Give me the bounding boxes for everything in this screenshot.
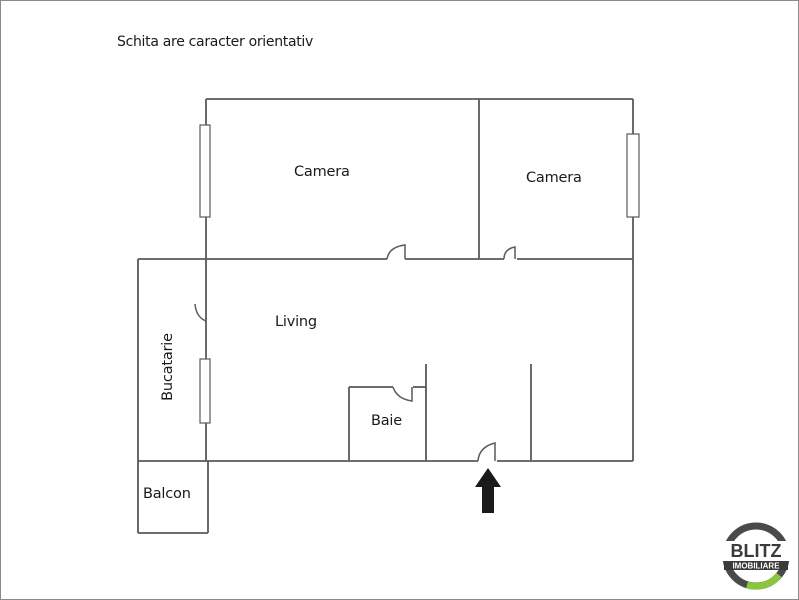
window-camera-1: [199, 124, 211, 218]
door-camera-1: [386, 244, 406, 260]
logo-text-blitz: BLITZ: [731, 541, 782, 561]
walls: [137, 98, 634, 534]
disclaimer-note: Schita are caracter orientativ: [117, 34, 314, 50]
logo-text-imobiliare: IMOBILIARE: [732, 562, 780, 571]
room-label-living: Living: [275, 314, 317, 330]
room-label-camera-2: Camera: [526, 170, 582, 186]
blitz-imobiliare-logo: BLITZ IMOBILIARE: [721, 522, 791, 590]
door-entrance: [477, 442, 496, 462]
room-label-camera-1: Camera: [294, 164, 350, 180]
window-camera-2: [626, 133, 640, 218]
room-label-balcon: Balcon: [143, 486, 191, 502]
door-bucatarie: [194, 303, 207, 322]
arrow-up-icon: [475, 468, 501, 513]
room-label-baie: Baie: [371, 413, 402, 429]
room-label-bucatarie: Bucatarie: [160, 333, 176, 401]
door-baie: [392, 386, 413, 402]
door-camera-2: [503, 246, 516, 260]
window-bucatarie: [199, 358, 211, 424]
